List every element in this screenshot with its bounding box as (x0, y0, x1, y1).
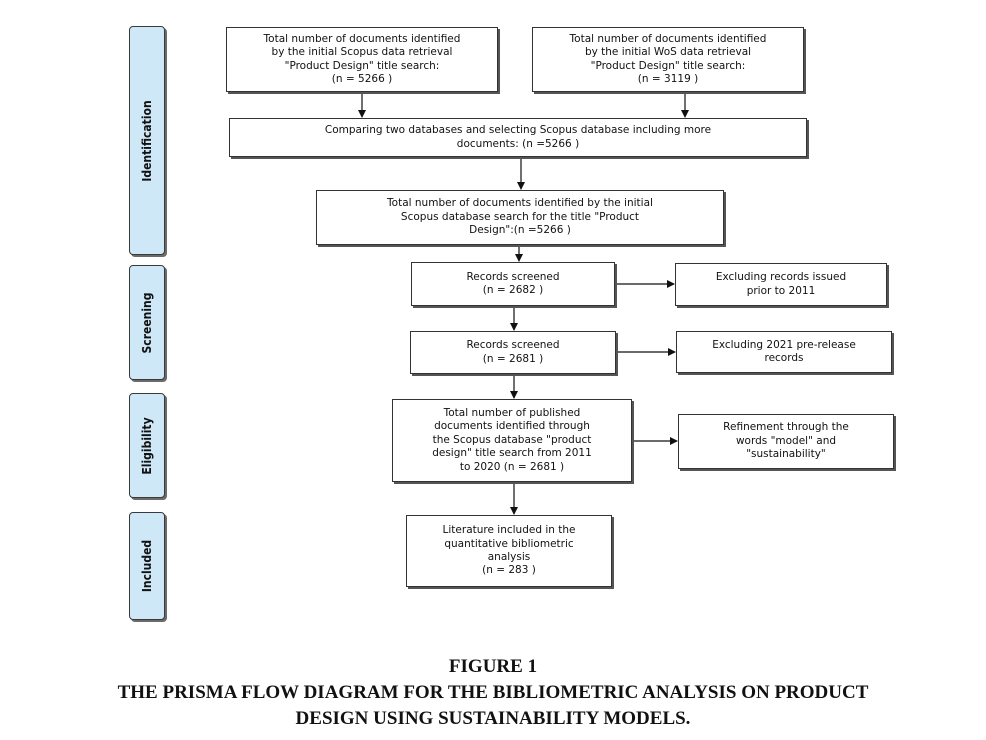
box-compare-databases: Comparing two databases and selecting Sc… (229, 118, 807, 157)
box-refinement: Refinement through the words "model" and… (678, 414, 894, 469)
phase-eligibility-label: Eligibility (140, 416, 154, 475)
box-published-documents: Total number of published documents iden… (392, 399, 632, 482)
phase-screening-label: Screening (140, 292, 154, 353)
phase-included: Included (129, 512, 165, 620)
phase-eligibility: Eligibility (129, 393, 165, 498)
box-published-documents-text: Total number of published documents iden… (432, 406, 592, 473)
phase-identification: Identification (129, 26, 165, 255)
box-exclude-prior-2011: Excluding records issued prior to 2011 (675, 263, 887, 306)
box-records-screened-1-text: Records screened (n = 2682 ) (466, 270, 560, 296)
box-records-screened-2: Records screened (n = 2681 ) (410, 331, 616, 374)
phase-included-label: Included (140, 539, 154, 593)
box-wos-initial: Total number of documents identified by … (532, 27, 804, 92)
box-compare-databases-text: Comparing two databases and selecting Sc… (324, 124, 712, 150)
box-scopus-initial: Total number of documents identified by … (226, 27, 498, 92)
figure-title: THE PRISMA FLOW DIAGRAM FOR THE BIBLIOME… (117, 682, 869, 729)
box-literature-included-text: Literature included in the quantitative … (442, 524, 576, 577)
box-exclude-2021-text: Excluding 2021 pre-release records (712, 338, 856, 364)
phase-identification-label: Identification (140, 99, 154, 182)
phase-screening: Screening (129, 265, 165, 380)
figure-number: FIGURE 1 (448, 656, 538, 677)
box-scopus-initial-text: Total number of documents identified by … (263, 32, 461, 85)
box-scopus-total: Total number of documents identified by … (316, 190, 724, 245)
box-literature-included: Literature included in the quantitative … (406, 515, 612, 587)
box-records-screened-2-text: Records screened (n = 2681 ) (466, 339, 560, 365)
box-exclude-2021: Excluding 2021 pre-release records (676, 331, 892, 373)
box-wos-initial-text: Total number of documents identified by … (569, 32, 767, 85)
box-scopus-total-text: Total number of documents identified by … (387, 197, 653, 237)
box-refinement-text: Refinement through the words "model" and… (723, 421, 849, 461)
box-exclude-prior-2011-text: Excluding records issued prior to 2011 (715, 271, 847, 297)
box-records-screened-1: Records screened (n = 2682 ) (411, 262, 615, 306)
